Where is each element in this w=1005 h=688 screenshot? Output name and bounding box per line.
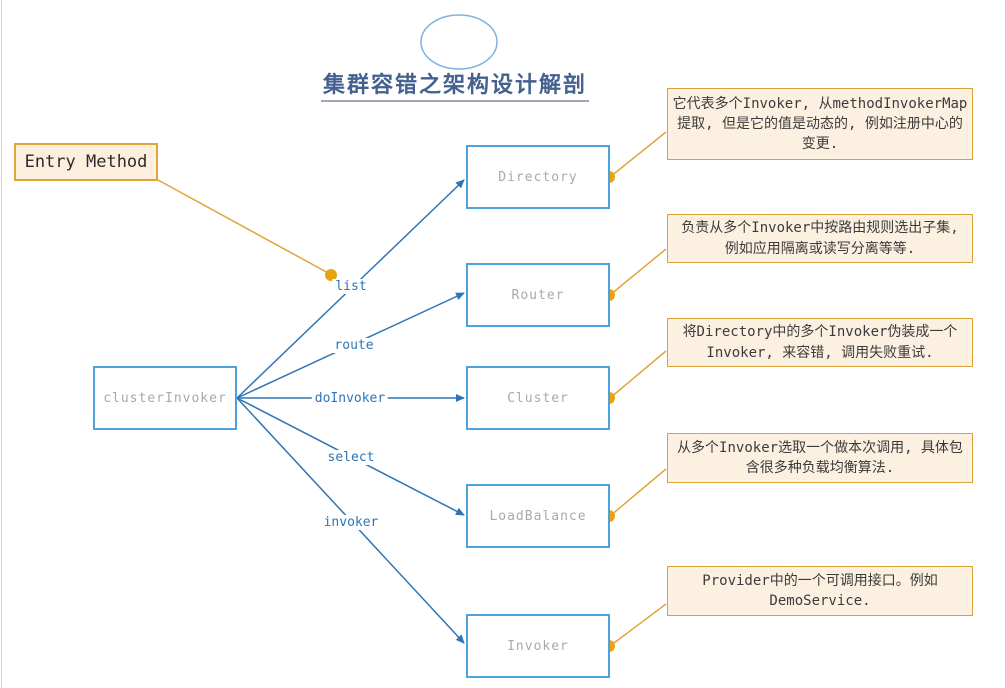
callout-loadbalance: 从多个Invoker选取一个做本次调用, 具体包含很多种负载均衡算法. [667, 433, 973, 483]
callout-invoker: Provider中的一个可调用接口。例如DemoService. [667, 566, 973, 616]
node-cluster-invoker: clusterInvoker [93, 366, 237, 430]
callout-tail-invoker [609, 603, 667, 647]
callout-router-text: 负责从多个Invoker中按路由规则选出子集, 例如应用隔离或读写分离等等. [681, 220, 959, 257]
edge-label-route: route [331, 338, 377, 353]
node-cluster-label: Cluster [507, 390, 569, 406]
edge-label-invoker: invoker [320, 515, 382, 530]
edge-label-doinvoker: doInvoker [311, 391, 389, 406]
node-loadbalance-label: LoadBalance [489, 508, 587, 524]
diagram-title: 集群容错之架构设计解剖 [295, 67, 615, 102]
node-invoker-label: Invoker [507, 638, 569, 654]
node-router-label: Router [511, 287, 565, 303]
callout-tail-directory [609, 131, 667, 178]
diagram-title-text: 集群容错之架构设计解剖 [320, 67, 589, 102]
callout-directory: 它代表多个Invoker, 从methodInvokerMap提取, 但是它的值… [667, 88, 973, 160]
node-directory-label: Directory [498, 169, 578, 185]
node-router: Router [466, 263, 610, 327]
callout-cluster: 将Directory中的多个Invoker伪装成一个Invoker, 来容错, … [667, 318, 973, 367]
callout-cluster-text: 将Directory中的多个Invoker伪装成一个Invoker, 来容错, … [682, 324, 958, 361]
entry-pointer-dot [325, 269, 337, 281]
decorative-ellipse [420, 14, 498, 70]
node-cluster: Cluster [466, 366, 610, 430]
callout-invoker-text: Provider中的一个可调用接口。例如DemoService. [702, 572, 938, 609]
edge-label-select: select [324, 450, 378, 465]
node-directory: Directory [466, 145, 610, 209]
callout-tail-router [609, 248, 667, 296]
node-cluster-invoker-label: clusterInvoker [103, 390, 227, 406]
node-loadbalance: LoadBalance [466, 484, 610, 548]
entry-pointer-line [157, 179, 331, 275]
callout-tail-cluster [609, 350, 667, 399]
callout-directory-text: 它代表多个Invoker, 从methodInvokerMap提取, 但是它的值… [672, 95, 968, 153]
page-edge-line [1, 0, 2, 688]
callout-loadbalance-text: 从多个Invoker选取一个做本次调用, 具体包含很多种负载均衡算法. [677, 439, 963, 476]
node-invoker: Invoker [466, 614, 610, 678]
node-entry-method: Entry Method [14, 143, 158, 181]
callout-router: 负责从多个Invoker中按路由规则选出子集, 例如应用隔离或读写分离等等. [667, 214, 973, 263]
node-entry-method-label: Entry Method [24, 152, 148, 172]
callout-tail-loadbalance [609, 468, 667, 517]
edge-label-list: list [332, 279, 370, 294]
